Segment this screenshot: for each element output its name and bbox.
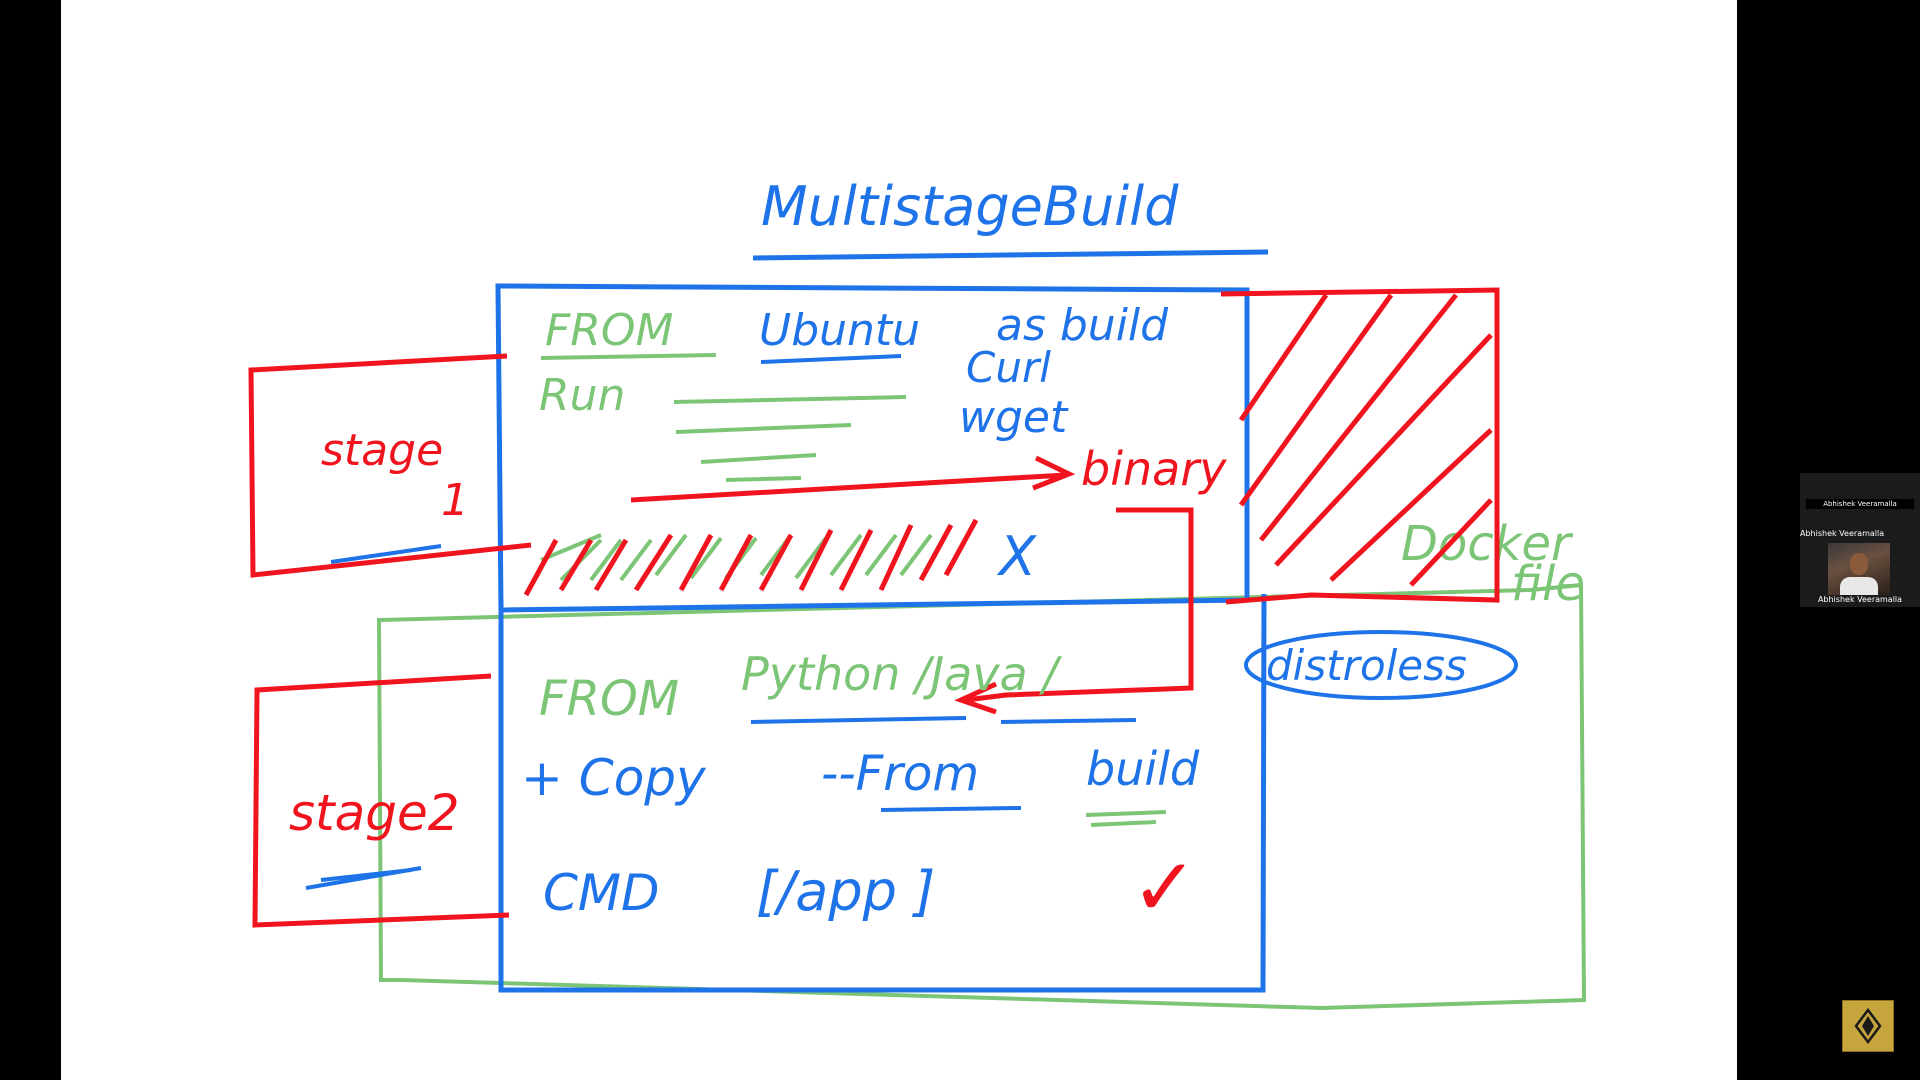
stage2-blue-box: [498, 593, 1267, 993]
stage1-tool-curl: Curl: [966, 343, 1051, 392]
distroless-highlight: [1244, 630, 1518, 700]
copy-binary-arrow: [954, 507, 1194, 715]
participant-face: [1850, 553, 1868, 575]
stage2-base-image: Python /Java /: [741, 647, 1062, 701]
stage1-base-image: Ubuntu: [759, 305, 920, 356]
stage2-copy: + Copy: [521, 749, 707, 807]
stage1-crossed-x: X: [996, 525, 1037, 588]
discarded-stage-box: [1220, 287, 1500, 605]
stage2-distroless: distroless: [1266, 641, 1467, 690]
stage1-from: FROM: [545, 305, 673, 356]
stage2-red-box: [252, 673, 510, 928]
stage2-build: build: [1086, 742, 1200, 796]
stage2-cmd-arg: [/app ]: [756, 860, 935, 923]
binary-arrow: [630, 455, 1076, 503]
stage1-tool-wget: wget: [959, 392, 1069, 443]
stage1-binary: binary: [1081, 442, 1227, 496]
dockerfile-box: [376, 582, 1587, 1011]
stage1-alias: as build: [996, 300, 1169, 351]
stage2-blue-mark: [305, 866, 422, 890]
participant-video-tile[interactable]: Abhishek Veeramalla Abhishek Veeramalla …: [1800, 473, 1920, 607]
whiteboard-title: MultistageBuild: [761, 175, 1179, 238]
participant-name-caption: Abhishek Veeramalla: [1817, 595, 1903, 604]
participant-avatar: [1828, 543, 1890, 595]
stage1-label: stage: [321, 425, 443, 476]
diamond-logo-icon[interactable]: [1842, 1000, 1894, 1052]
stage1-run: Run: [539, 370, 625, 421]
stage1-blue-mark: [330, 544, 442, 564]
participant-name-banner: Abhishek Veeramalla: [1806, 499, 1914, 509]
stage2-cmd: CMD: [543, 864, 660, 922]
stage2-from: FROM: [539, 671, 679, 727]
title-underline: [752, 249, 1269, 261]
stage1-red-box: [248, 353, 532, 578]
dockerfile-label-2: file: [1511, 556, 1585, 612]
stage1-number: 1: [441, 475, 469, 526]
stage2-checkmark: ✓: [1131, 841, 1198, 934]
stage2-label: stage2: [289, 784, 460, 842]
participant-name-label: Abhishek Veeramalla: [1800, 529, 1885, 538]
participant-shirt: [1840, 577, 1878, 595]
whiteboard-drawing: MultistageBuild Docker file stage 1 stag…: [248, 175, 1587, 1011]
stage2-from-flag: --From: [821, 746, 979, 802]
logo-diamond-shape: [1854, 1008, 1882, 1044]
whiteboard-canvas[interactable]: MultistageBuild Docker file stage 1 stag…: [61, 0, 1737, 1080]
